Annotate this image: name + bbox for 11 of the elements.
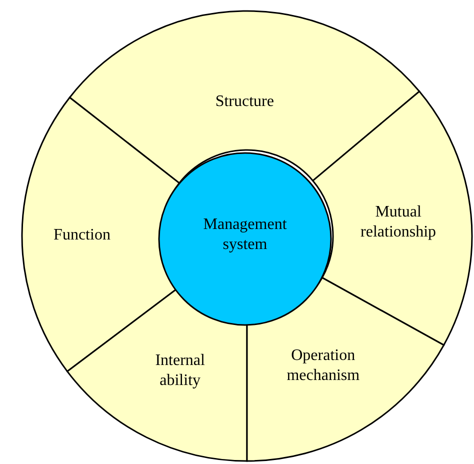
center-circle [158, 152, 332, 326]
sector-label: Operation mechanism [286, 347, 360, 384]
ring-sector [312, 90, 473, 346]
sector-label: Management system [203, 216, 287, 253]
sector-label: Function [54, 226, 110, 244]
sector-label: Internal ability [155, 352, 205, 390]
ring-sector [66, 287, 248, 462]
ring-sector [246, 276, 445, 462]
ring-sector [68, 10, 420, 184]
sector-label: Mutual relationship [360, 203, 436, 240]
sector-label: Structure [215, 93, 274, 110]
